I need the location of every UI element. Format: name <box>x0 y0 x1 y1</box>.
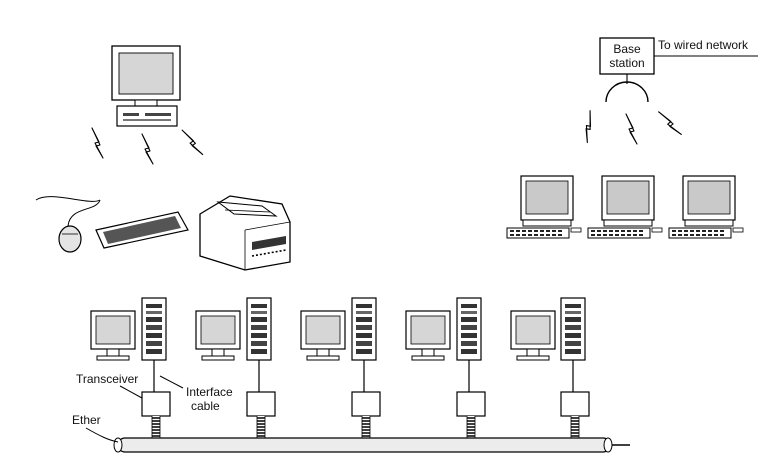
interface-cable-label-line1: Interface <box>186 385 233 399</box>
ethernet-group: Transceiver Interface cable Ether <box>72 297 630 453</box>
wireless-link-printer-icon <box>181 125 204 159</box>
transceiver-pointer <box>119 385 143 399</box>
ethernet-station-3 <box>300 297 381 441</box>
interface-cable-label-line2: cable <box>191 399 220 413</box>
ethernet-station-5 <box>510 297 590 441</box>
wireless-link-left-icon <box>576 110 601 144</box>
ether-pointer <box>85 427 119 443</box>
wireless-computer-3 <box>668 175 744 239</box>
base-station-label-line1: Base <box>613 42 641 56</box>
wireless-computer-2 <box>587 175 663 239</box>
wireless-desktop-group <box>35 45 291 271</box>
base-station-label-line2: station <box>609 56 644 70</box>
keyboard <box>95 211 189 249</box>
ether-cable <box>113 437 630 453</box>
transceiver-label: Transceiver <box>76 372 138 386</box>
interface-cable-pointer <box>159 375 184 389</box>
ethernet-station-2 <box>195 297 276 441</box>
printer <box>199 195 291 271</box>
desktop-case <box>116 105 178 127</box>
wireless-link-mouse-icon <box>91 127 104 159</box>
wireless-lan-group: Base station To wired network <box>506 37 758 239</box>
wireless-link-right-icon <box>658 106 682 140</box>
wired-network-label: To wired network <box>658 38 749 52</box>
ether-label: Ether <box>72 413 101 427</box>
wireless-link-center-icon <box>625 113 638 145</box>
ethernet-station-1 <box>90 297 171 441</box>
desktop-monitor <box>111 45 181 107</box>
wireless-link-keyboard-icon <box>141 133 154 165</box>
ethernet-station-4 <box>405 297 486 441</box>
antenna-arc <box>605 81 649 103</box>
mouse <box>35 196 101 253</box>
wireless-computer-1 <box>506 175 582 239</box>
